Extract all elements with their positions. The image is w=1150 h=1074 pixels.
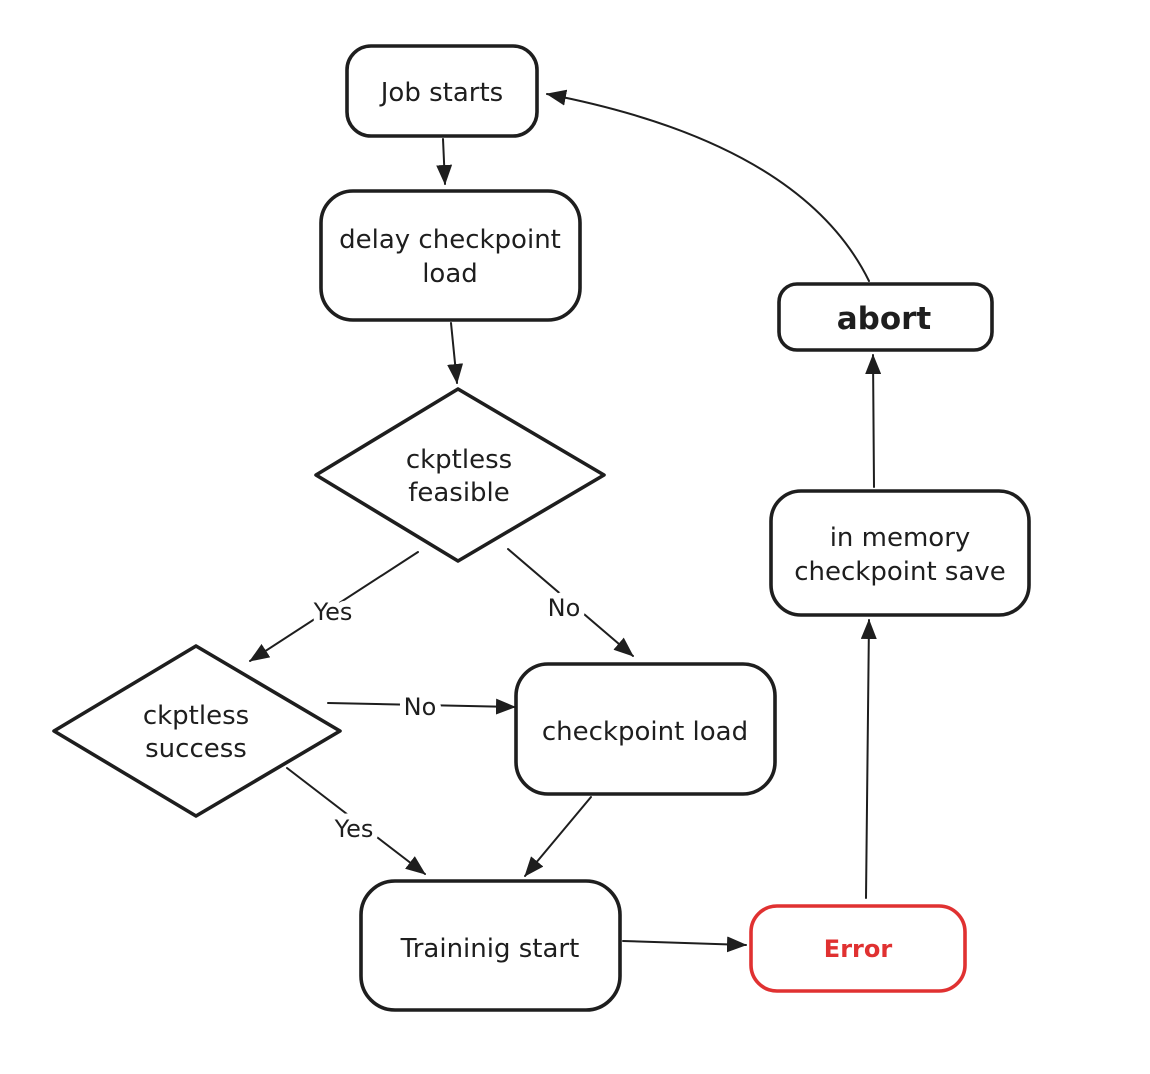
error-box <box>749 904 967 993</box>
edge-in-memory-checkpoint-save-to-abort <box>865 354 882 488</box>
checkpoint-load-label: checkpoint load <box>542 717 748 747</box>
edge-job-starts-to-delay-checkpoint-load <box>436 138 453 185</box>
training-start-label: Traininig start <box>400 934 580 964</box>
delay-checkpoint-load-label-line2: load <box>422 259 478 289</box>
edge-training-start-to-error <box>622 936 747 953</box>
edge-label-feasible-no: No <box>548 594 581 622</box>
node-error: Error <box>749 904 967 993</box>
edge-checkpoint-load-to-training-start <box>524 796 592 877</box>
node-delay-checkpoint-load: delay checkpoint load <box>319 189 582 322</box>
edge-abort-to-job-starts <box>546 89 870 282</box>
node-ckptless-feasible: ckptless feasible <box>314 387 606 563</box>
ckptless-feasible-label-line2: feasible <box>408 478 510 508</box>
abort-label: abort <box>837 301 932 337</box>
ckptless-success-diamond <box>52 644 342 818</box>
job-starts-box <box>345 44 539 138</box>
delay-checkpoint-load-label-line1: delay checkpoint <box>339 225 561 255</box>
node-ckptless-success: ckptless success <box>52 644 342 818</box>
ckptless-success-label-line1: ckptless <box>143 701 249 731</box>
edge-success-no-to-checkpoint-load <box>327 698 516 715</box>
ckptless-feasible-label-line1: ckptless <box>406 445 512 475</box>
edge-labels: Yes No No Yes <box>307 588 587 849</box>
edge-label-success-no: No <box>404 693 437 721</box>
edge-feasible-yes-to-ckptless-success <box>249 551 419 662</box>
node-in-memory-checkpoint-save: in memory checkpoint save <box>769 489 1031 617</box>
edges <box>249 89 882 953</box>
error-label: Error <box>824 935 893 963</box>
in-memory-checkpoint-save-label-line1: in memory <box>830 523 971 553</box>
ckptless-success-label-line2: success <box>145 734 247 764</box>
edge-delay-checkpoint-load-to-ckptless-feasible <box>447 322 464 384</box>
abort-box <box>777 282 994 352</box>
node-abort: abort <box>777 282 994 352</box>
edge-label-success-yes: Yes <box>334 815 374 843</box>
in-memory-checkpoint-save-box <box>769 489 1031 617</box>
ckptless-feasible-diamond <box>314 387 606 563</box>
edge-label-feasible-yes: Yes <box>313 598 353 626</box>
checkpoint-load-box <box>514 662 777 796</box>
node-checkpoint-load: checkpoint load <box>514 662 777 796</box>
job-starts-label: Job starts <box>379 78 503 108</box>
in-memory-checkpoint-save-label-line2: checkpoint save <box>794 557 1006 587</box>
delay-checkpoint-load-box <box>319 189 582 322</box>
nodes: Job starts delay checkpoint load ckptles… <box>52 44 1031 1012</box>
node-training-start: Traininig start <box>359 879 622 1012</box>
edge-feasible-no-to-checkpoint-load <box>507 548 634 657</box>
node-job-starts: Job starts <box>345 44 539 138</box>
training-start-box <box>359 879 622 1012</box>
edge-error-to-in-memory-checkpoint-save <box>860 619 877 899</box>
edge-success-yes-to-training-start <box>286 767 426 875</box>
